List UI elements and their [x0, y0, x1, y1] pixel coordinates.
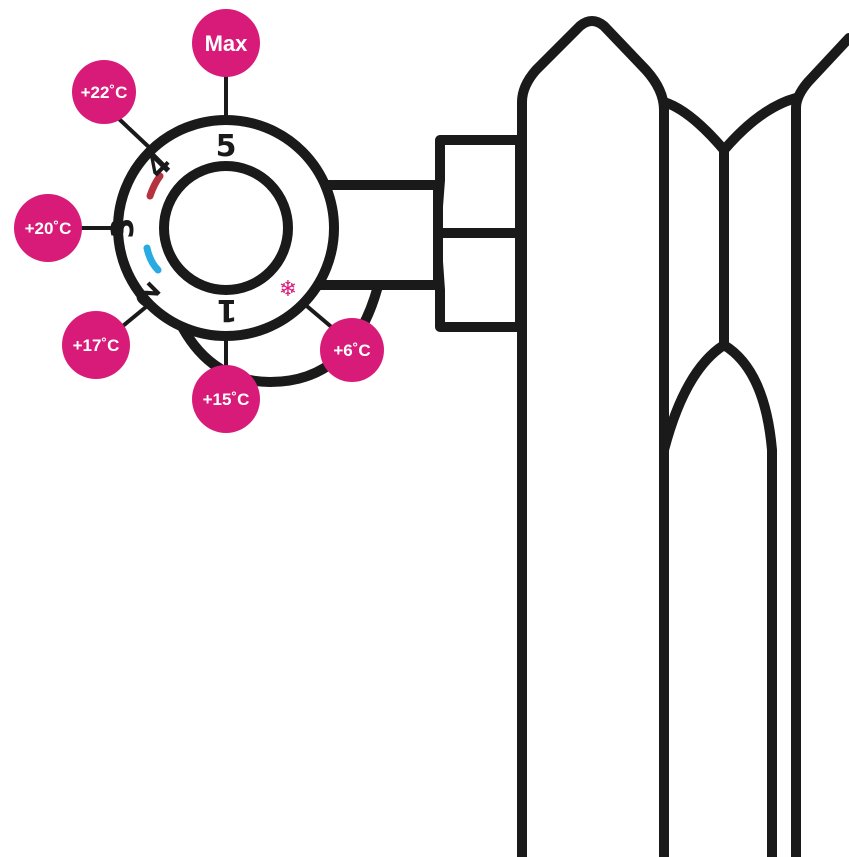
badge-max-label: Max — [205, 31, 249, 56]
badge-22: +22˚C — [72, 60, 136, 124]
warm-arc — [146, 172, 164, 200]
connector-6 — [300, 300, 337, 332]
badge-17-label: +17˚C — [73, 336, 120, 355]
connector-22 — [116, 116, 154, 152]
dial-number-1: 1 — [217, 292, 238, 327]
dial-number-3: 3 — [106, 218, 141, 239]
radiator-section-join — [659, 93, 801, 155]
badge-20-label: +20˚C — [25, 219, 72, 238]
badge-17: +17˚C — [62, 311, 130, 379]
badge-20: +20˚C — [14, 194, 82, 262]
badge-max: Max — [192, 9, 260, 77]
radiator-section-right — [791, 33, 849, 857]
dial-center-knob[interactable] — [159, 161, 293, 295]
snowflake-icon: ❄ — [279, 277, 297, 302]
badge-6-label: +6˚C — [333, 341, 370, 360]
radiator-section-main — [517, 16, 669, 857]
radiator — [517, 16, 849, 857]
radiator-lower-arch — [659, 340, 777, 857]
badge-15: +15˚C — [192, 365, 260, 433]
badge-15-label: +15˚C — [203, 390, 250, 409]
badge-6: +6˚C — [320, 318, 384, 382]
dial-number-5: 5 — [216, 129, 237, 164]
temperature-badges: Max +22˚C +20˚C +17˚C +15˚C +6˚C — [14, 9, 384, 433]
badge-22-label: +22˚C — [81, 83, 128, 102]
cold-arc — [143, 244, 162, 274]
thermostat-dial[interactable]: 5 4 3 2 1 ❄ — [106, 115, 339, 341]
